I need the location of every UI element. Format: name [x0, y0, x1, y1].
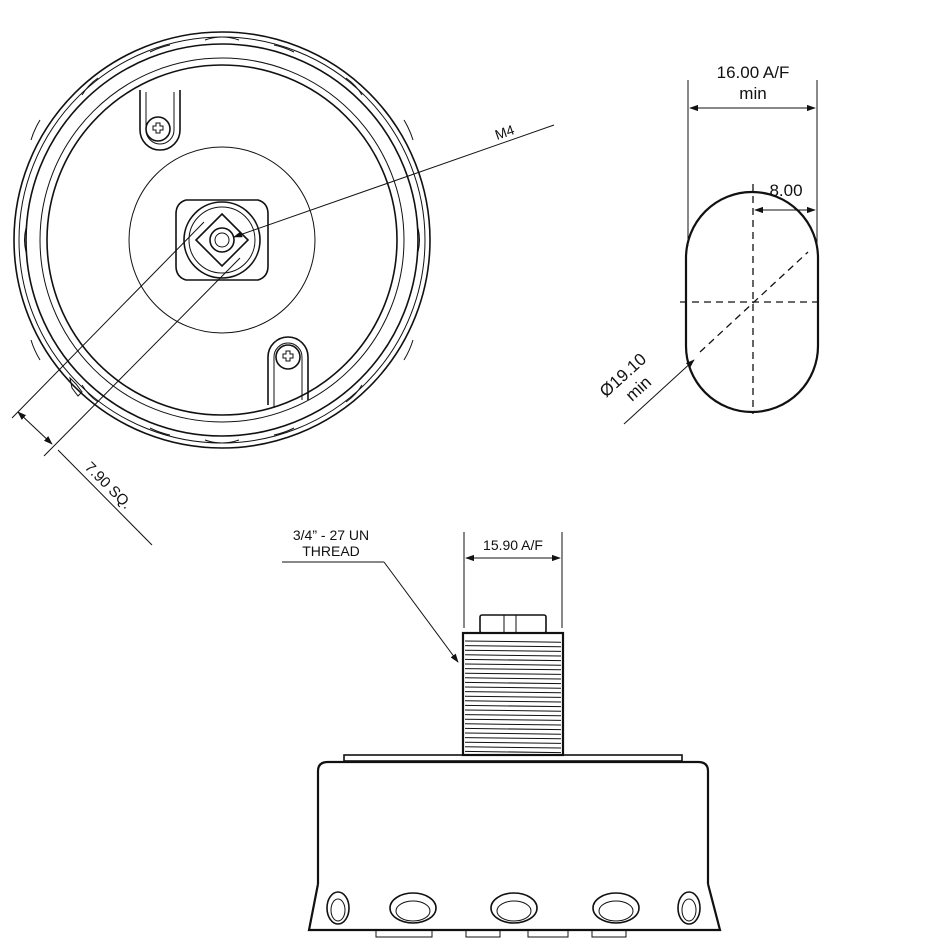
thread-line	[464, 681, 562, 685]
thread-line	[464, 691, 562, 694]
thread-spec-label-2: THREAD	[302, 543, 360, 559]
thread-line	[464, 649, 562, 652]
outer-rim	[13, 31, 431, 449]
middle-ring	[128, 146, 316, 334]
central-boss	[175, 199, 269, 281]
side-view	[282, 532, 722, 938]
thread-line	[464, 672, 562, 675]
thread-line	[464, 737, 562, 740]
rim-grip-notches	[24, 36, 420, 444]
thread-line	[464, 714, 562, 717]
thread-line	[464, 741, 562, 744]
thread-line	[464, 686, 562, 689]
stem-af-label: 15.90 A/F	[483, 537, 543, 553]
thread-line	[464, 700, 562, 703]
thread-line	[464, 677, 562, 680]
thread-line	[464, 704, 562, 708]
thread-line	[464, 668, 562, 671]
thread-line	[464, 709, 562, 712]
thread-line	[464, 654, 562, 657]
thread-line	[464, 695, 562, 698]
thread-line	[464, 658, 562, 662]
thread-line	[464, 645, 562, 648]
m4-label: M4	[493, 121, 517, 143]
thread-line	[464, 723, 562, 726]
thread-lines	[464, 640, 562, 754]
gauge-body	[316, 760, 710, 884]
m4-hole	[209, 227, 235, 253]
lower-screw	[267, 336, 309, 408]
thread-spec-label: 3/4” - 27 UN	[293, 527, 369, 543]
thread-line	[464, 750, 562, 754]
section-view	[623, 80, 824, 425]
top-view	[11, 31, 555, 546]
thread-line	[464, 746, 562, 749]
section-flat-label: 8.00	[769, 181, 802, 200]
upper-screw	[139, 90, 181, 151]
section-af-label: 16.00 A/F	[717, 63, 790, 82]
thread-line	[464, 732, 562, 735]
thread-line	[464, 718, 562, 721]
square-size-label: 7.90 SQ.	[81, 459, 135, 513]
section-profile	[684, 190, 820, 414]
top-nut	[479, 614, 547, 634]
bottom-feet	[375, 929, 627, 938]
square-drive	[194, 212, 250, 268]
thread-line	[464, 727, 562, 731]
section-af-min-label: min	[739, 84, 766, 103]
thread-line	[464, 640, 562, 643]
thread-line	[464, 663, 562, 666]
rim-openings	[326, 891, 701, 925]
